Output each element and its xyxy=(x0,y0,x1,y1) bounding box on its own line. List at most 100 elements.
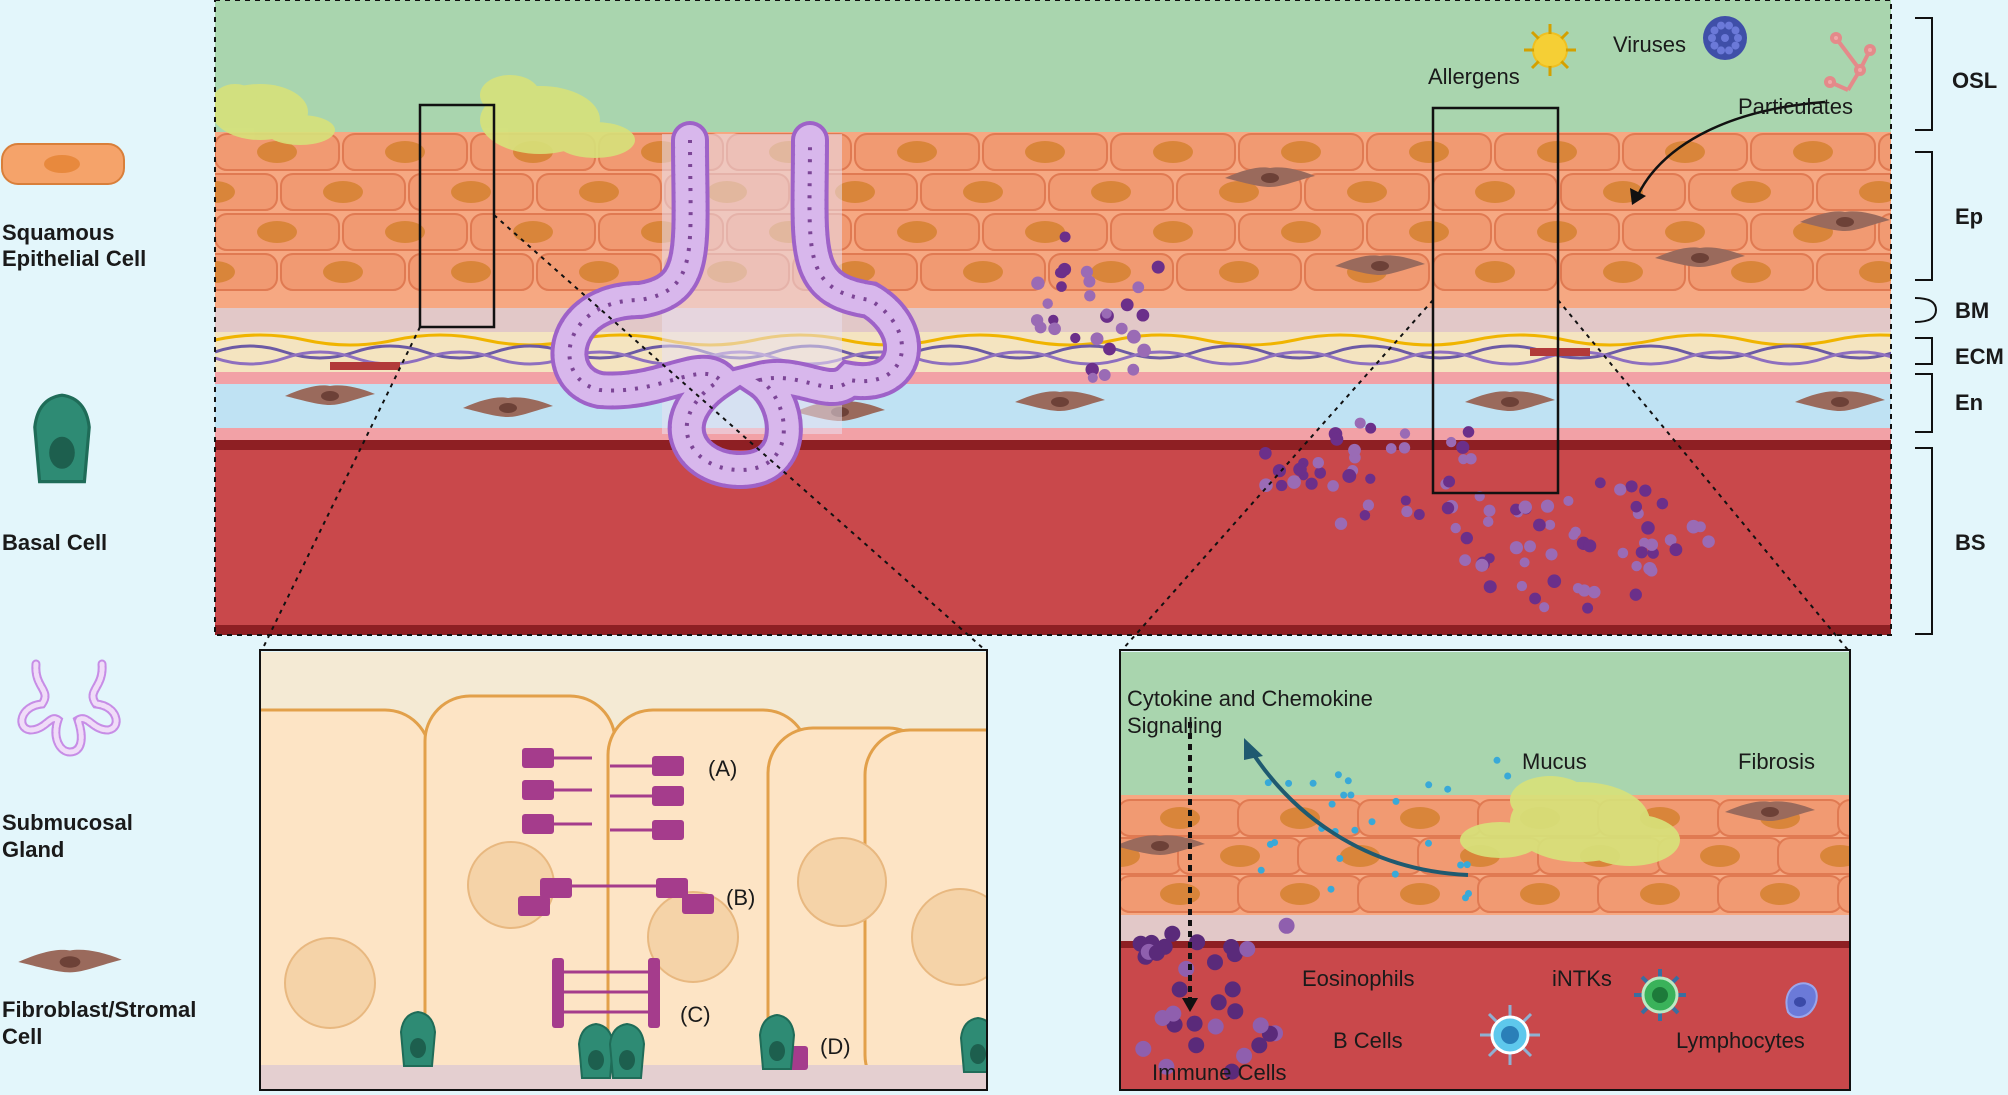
virus-icon xyxy=(1703,16,1747,60)
immune-cell-dot xyxy=(1533,518,1546,532)
immune-cell-dot xyxy=(1135,1040,1152,1057)
immune-cell-dot xyxy=(1385,443,1397,454)
immune-cell-dot xyxy=(1224,981,1241,998)
mucus-cluster xyxy=(1460,776,1680,866)
immune-cell-dot xyxy=(1236,1047,1253,1064)
immune-cell-dot xyxy=(1638,537,1650,549)
immune-cell-dot xyxy=(1399,428,1411,439)
immune-cell-dot xyxy=(1365,422,1377,434)
immune-cell-dot xyxy=(1165,1005,1182,1022)
viruses-label: Viruses xyxy=(1613,32,1686,57)
immune-cell-dot xyxy=(1259,478,1273,492)
particulates-label: Particulates xyxy=(1738,94,1853,119)
immune-cell-dot xyxy=(1327,480,1339,492)
immune-cell-dot xyxy=(1186,1015,1203,1032)
eosinophils-label: Eosinophils xyxy=(1302,966,1415,991)
immune-cell-dot xyxy=(1090,332,1104,346)
immune-cell-dot xyxy=(1547,574,1562,589)
immune-cell-dot xyxy=(1664,534,1677,546)
cytokine-dot xyxy=(1425,781,1433,789)
signalling-arrow xyxy=(1250,750,1469,877)
bcells-label: B Cells xyxy=(1333,1028,1403,1053)
immune-cell-dot xyxy=(1252,1017,1269,1034)
immune-cell-dot xyxy=(1278,917,1295,934)
zoom-connectors xyxy=(261,214,1849,651)
immune-cell-dot xyxy=(1362,499,1375,511)
immune-cell-dot xyxy=(1098,369,1111,381)
immune-cell-dot xyxy=(1087,372,1098,383)
tissue-cross-section xyxy=(215,0,1891,635)
immune-cell-dot xyxy=(1639,484,1652,497)
immune-cell-dot xyxy=(1048,314,1059,326)
legend-squamous-line1: Squamous xyxy=(2,220,114,245)
immune-cell-dot xyxy=(1054,267,1066,278)
cytokine-dot xyxy=(1351,826,1359,834)
immune-cell-dot xyxy=(1483,504,1496,517)
immune-cell-dot xyxy=(1120,298,1134,312)
b-cell-icon xyxy=(1480,1005,1540,1065)
immune-cell-dot xyxy=(1475,558,1489,572)
immune-cell-dot xyxy=(1529,592,1542,605)
immune-cell-dot xyxy=(1456,440,1470,454)
immune-cell-dot xyxy=(1115,322,1128,335)
immune-cell-dot xyxy=(1227,1003,1244,1020)
immune-cell-dot xyxy=(1330,432,1344,446)
junction-zoom-panel xyxy=(259,649,988,1091)
intks-label: iNTKs xyxy=(1552,966,1612,991)
cytokine-dot xyxy=(1463,861,1471,869)
immune-cell-dot xyxy=(1484,553,1495,564)
immune-cell-dot xyxy=(1572,583,1584,594)
immune-cell-dot xyxy=(1594,477,1606,489)
immune-cell-dot xyxy=(1312,457,1324,469)
tight-junctions xyxy=(522,748,684,840)
cytokine-dot xyxy=(1264,779,1272,787)
immune-cell-dot xyxy=(1251,1037,1268,1054)
submucosal-gland xyxy=(550,121,921,490)
immune-cell-dot xyxy=(1441,501,1455,515)
allergen-icon xyxy=(1524,24,1576,76)
immune-cell-dot xyxy=(1483,580,1497,594)
cytokine-dot xyxy=(1327,885,1335,893)
legend-gland-line1: Submucosal xyxy=(2,810,133,835)
immune-cell-dot xyxy=(1588,585,1601,599)
junction-label-d: (D) xyxy=(820,1034,851,1059)
immune-cell-dot xyxy=(1132,281,1145,294)
cytokine-dot xyxy=(1309,779,1317,787)
signalling-label-line1: Cytokine and Chemokine xyxy=(1127,686,1373,711)
immune-cell-dot xyxy=(1702,535,1715,548)
immune-cell-dot xyxy=(1354,417,1366,429)
immune-cell-dot xyxy=(1084,290,1096,302)
cytokine-dot xyxy=(1257,866,1265,874)
immune-cell-dot xyxy=(1617,547,1629,559)
immune-cell-dot xyxy=(1669,543,1683,557)
immune-cell-dot xyxy=(1694,521,1706,533)
cytokine-dot xyxy=(1368,818,1376,826)
immune-cell-dot xyxy=(1103,342,1116,356)
cytokine-dot xyxy=(1336,855,1344,862)
cytokine-dot xyxy=(1285,779,1293,787)
immune-cell-dot xyxy=(1059,231,1071,243)
legend-basal: Basal Cell xyxy=(2,530,107,555)
immune-cell-dot xyxy=(1126,329,1141,344)
immune-cell-dot xyxy=(1540,499,1555,513)
immune-cell-dot xyxy=(1459,554,1471,566)
immune-cell-dot xyxy=(1048,322,1061,336)
allergens-label: Allergens xyxy=(1428,64,1520,89)
immune-cell-dot xyxy=(1401,505,1413,518)
cytokine-dot xyxy=(1266,840,1274,848)
immune-cell-dot xyxy=(1171,981,1188,998)
junction-label-b: (B) xyxy=(726,885,755,910)
legend-fibroblast-line2: Cell xyxy=(2,1024,42,1049)
layer-label-ecm: ECM xyxy=(1955,344,2004,369)
immune-cell-dot xyxy=(1164,925,1181,942)
immune-cell-dot xyxy=(1365,473,1376,484)
immune-cell-dot xyxy=(1070,332,1081,344)
submucosal-gland-icon xyxy=(17,659,121,757)
cytokine-dot xyxy=(1465,890,1472,897)
immune-cell-dot xyxy=(1625,480,1638,493)
immune-cell-dot xyxy=(1630,500,1643,513)
immune-cell-dot xyxy=(1137,343,1151,358)
pathogen-arrow xyxy=(1636,100,1826,196)
cytokine-dot xyxy=(1392,797,1400,805)
immune-cell-dot xyxy=(1189,934,1206,951)
